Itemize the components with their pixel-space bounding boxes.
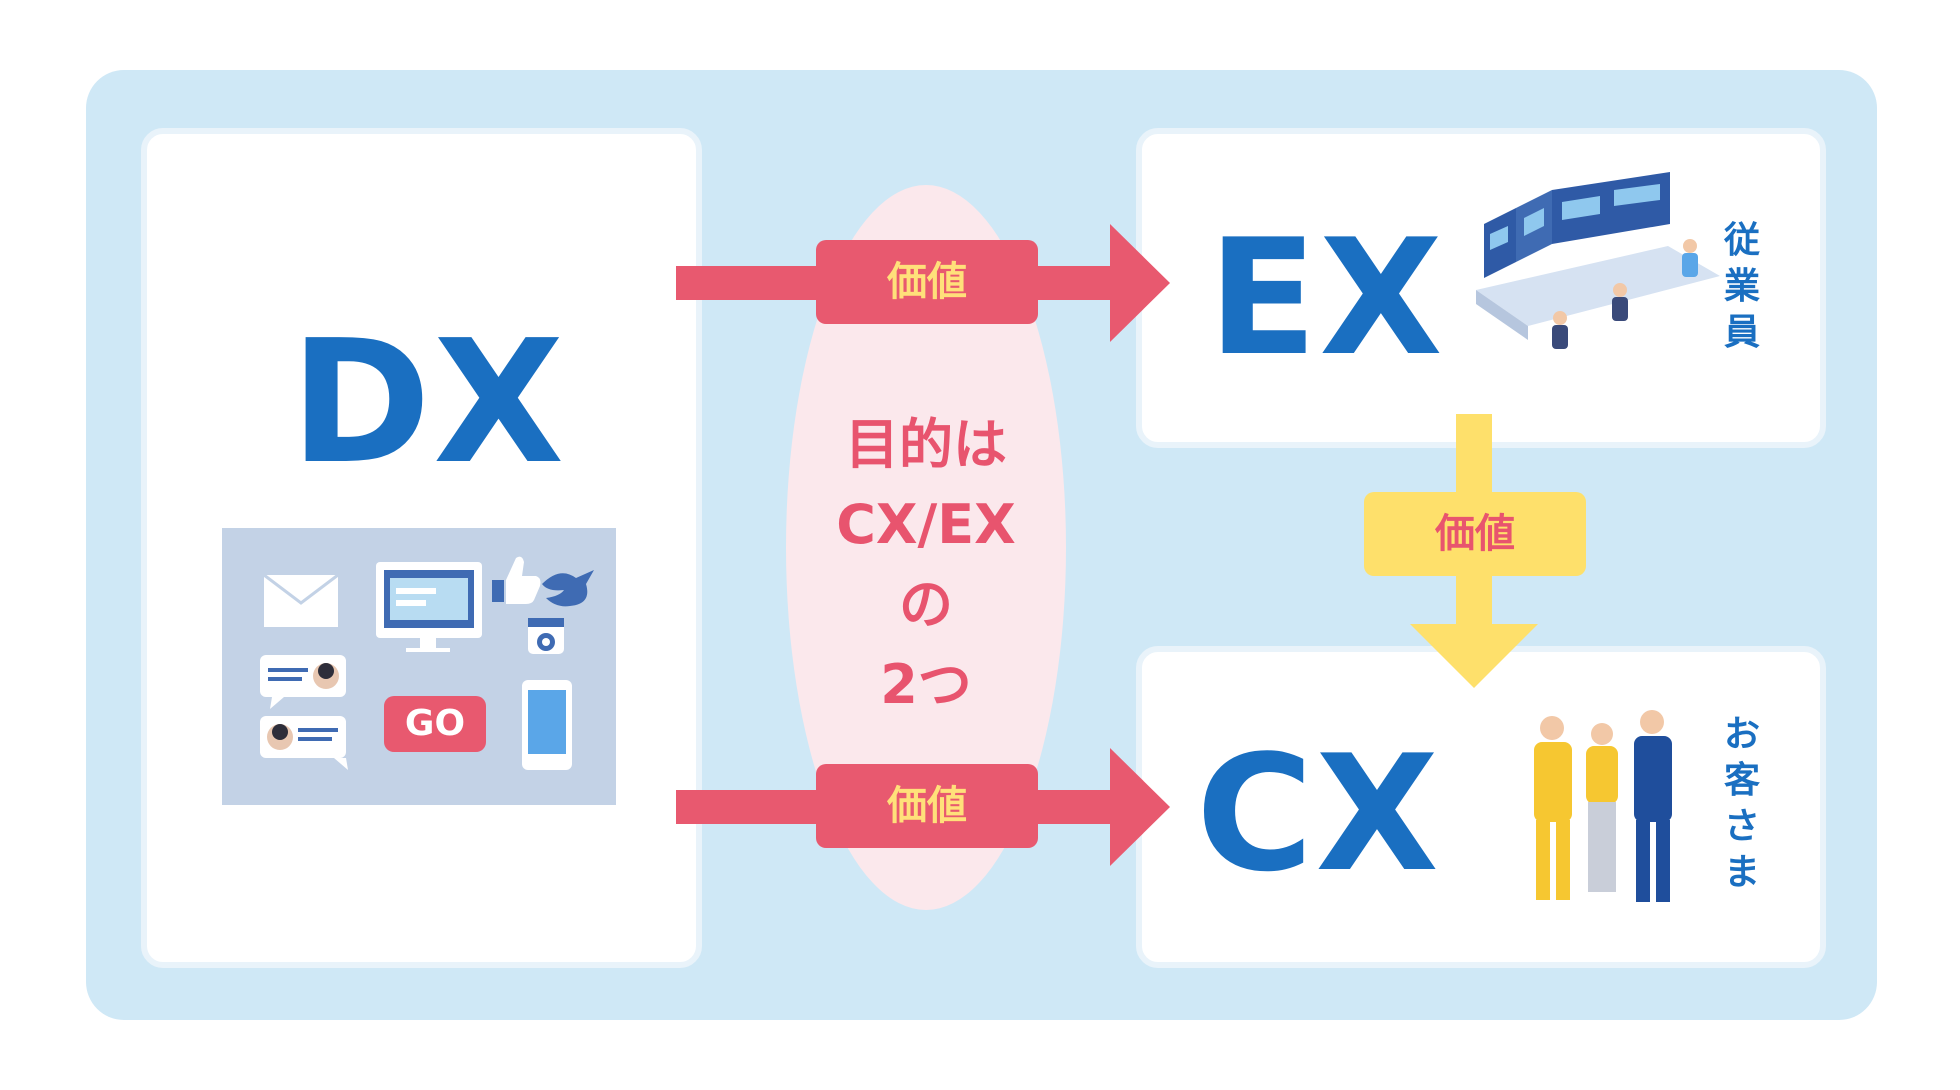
purpose-line-4: 2つ (880, 653, 972, 716)
go-button: GO (384, 696, 486, 752)
chat-bubble-icon (260, 716, 348, 770)
value-tag-right: 価値 (1364, 492, 1586, 576)
purpose-line-3: の (899, 573, 953, 636)
purpose-text: 目的は CX/EX の 2つ (786, 405, 1066, 725)
cx-box (1136, 646, 1826, 968)
ex-label: EX (1208, 204, 1445, 391)
monitor-icon (376, 562, 482, 652)
thumbs-up-icon (492, 556, 541, 604)
purpose-line-2: CX/EX (836, 493, 1016, 556)
dx-label: DX (290, 304, 567, 502)
bottom-arrow-head (1110, 748, 1170, 866)
employee-label: 従業員 (1723, 220, 1760, 353)
smartphone-icon (522, 680, 572, 770)
customer-label: お客さま (1723, 714, 1760, 893)
cx-label: CX (1196, 720, 1441, 907)
mail-icon (263, 573, 339, 627)
down-arrow-head (1410, 624, 1538, 688)
value-tag-bottom: 価値 (816, 764, 1038, 848)
value-tag-top: 価値 (816, 240, 1038, 324)
bird-icon (542, 570, 594, 607)
top-arrow-head (1110, 224, 1170, 342)
chat-bubble-icon (260, 655, 346, 709)
purpose-line-1: 目的は (845, 413, 1007, 476)
camera-icon (528, 618, 564, 654)
